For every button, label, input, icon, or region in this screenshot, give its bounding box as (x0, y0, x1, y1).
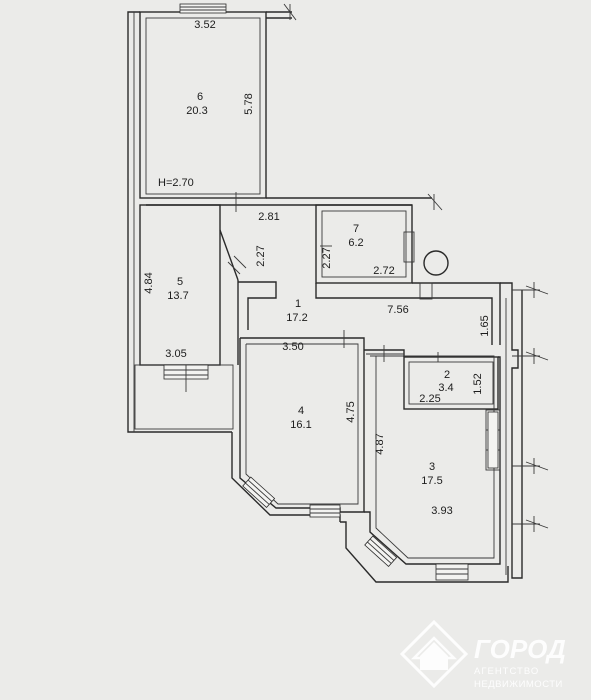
dim-room3-487: 4.87 (374, 433, 386, 454)
room-6-area: 20.3 (186, 105, 207, 117)
watermark: ГОРОД АГЕНТСТВО НЕДВИЖИМОСТИ (399, 619, 566, 690)
room-4-number: 4 (298, 405, 304, 417)
dim-room7-227: 2.27 (321, 247, 333, 268)
dim-room2-225: 2.25 (419, 393, 440, 405)
ceiling-height: H=2.70 (158, 177, 194, 189)
room-6-number: 6 (197, 91, 203, 103)
dimension-labels: 3.52 5.78 H=2.70 2.81 2.27 2.27 2.72 4.8… (143, 19, 491, 517)
room-7-area: 6.2 (348, 237, 363, 249)
dim-corridor-165: 1.65 (479, 315, 491, 336)
room-3-number: 3 (429, 461, 435, 473)
windows (163, 3, 499, 581)
dim-room4-475: 4.75 (345, 401, 357, 422)
dim-room2-152: 1.52 (472, 373, 484, 394)
room-2-area: 3.4 (438, 382, 453, 394)
dim-room7-272: 2.72 (373, 265, 394, 277)
room-labels: 6 20.3 5 13.7 7 6.2 1 17.2 4 16.1 2 3.4 … (167, 91, 453, 487)
room-5-area: 13.7 (167, 290, 188, 302)
dim-room5-484: 4.84 (143, 272, 155, 293)
room-5-number: 5 (177, 276, 183, 288)
room-2-number: 2 (444, 369, 450, 381)
watermark-line2: НЕДВИЖИМОСТИ (474, 679, 563, 690)
dim-room6-width: 3.52 (194, 19, 215, 31)
dim-corridor-227: 2.27 (255, 245, 267, 266)
room-3-area: 17.5 (421, 475, 442, 487)
room-1-number: 1 (295, 298, 301, 310)
room-7-number: 7 (353, 223, 359, 235)
room-4-area: 16.1 (290, 419, 311, 431)
dim-room5-305: 3.05 (165, 348, 186, 360)
door-marks (227, 3, 549, 532)
dim-corridor-756: 7.56 (387, 304, 408, 316)
watermark-brand: ГОРОД (474, 634, 566, 664)
dim-room3-393: 3.93 (431, 505, 452, 517)
house-diamond-icon (399, 619, 469, 689)
watermark-line1: АГЕНТСТВО (474, 666, 539, 677)
room-1-area: 17.2 (286, 312, 307, 324)
dim-room6-length: 5.78 (243, 93, 255, 114)
dim-room4-350: 3.50 (282, 341, 303, 353)
dim-corridor-281: 2.81 (258, 211, 279, 223)
